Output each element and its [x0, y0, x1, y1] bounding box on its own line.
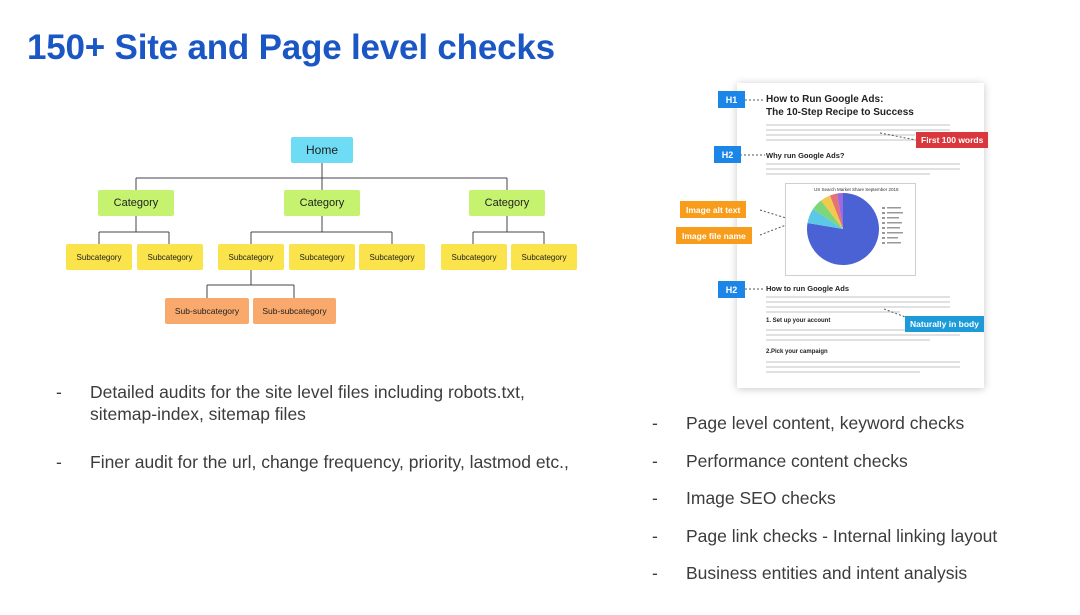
- step-1-heading: 1. Set up your account: [766, 318, 831, 324]
- bullet-text: Page level content, keyword checks: [686, 413, 965, 433]
- why-heading: Why run Google Ads?: [766, 151, 845, 160]
- site-hierarchy-diagram: Home Category Category Category Subcateg…: [0, 0, 600, 340]
- bullet-item: - Page level content, keyword checks: [652, 412, 1072, 434]
- bullet-item: - Performance content checks: [652, 450, 1072, 472]
- bullet-text: Image SEO checks: [686, 488, 836, 509]
- bullet-text: Detailed audits for the site level files…: [90, 382, 525, 424]
- bullet-item: - Detailed audits for the site level file…: [56, 381, 576, 425]
- bullet-dash: -: [652, 563, 658, 584]
- embedded-chart-title: US Search Market Share September 2018: [814, 187, 899, 192]
- bullet-dash: -: [56, 452, 62, 472]
- bullet-item: - Page link checks - Internal linking lay…: [652, 525, 1072, 547]
- bullet-dash: -: [652, 525, 658, 546]
- image-file-name-label: Image file name: [676, 227, 752, 244]
- tree-node-subcategory: Subcategory: [359, 244, 425, 270]
- bullet-item: - Finer audit for the url, change frequen…: [56, 451, 576, 473]
- bullet-item: - Business entities and intent analysis: [652, 562, 1072, 584]
- how-heading: How to run Google Ads: [766, 284, 850, 293]
- tree-node-category: Category: [284, 190, 360, 216]
- bullet-dash: -: [652, 413, 658, 433]
- tree-node-category: Category: [98, 190, 174, 216]
- tree-node-subcategory: Subcategory: [218, 244, 284, 270]
- h1-tag-label: H1: [718, 91, 745, 108]
- tree-node-subcategory: Subcategory: [66, 244, 132, 270]
- tree-node-sub-subcategory: Sub-subcategory: [253, 298, 336, 324]
- bullet-item: - Image SEO checks: [652, 487, 1072, 509]
- bullet-text: Finer audit for the url, change frequenc…: [90, 452, 569, 472]
- tree-node-subcategory: Subcategory: [441, 244, 507, 270]
- tree-node-category: Category: [469, 190, 545, 216]
- step-2-heading: 2.Pick your campaign: [766, 349, 828, 355]
- tree-node-subcategory: Subcategory: [137, 244, 203, 270]
- bullet-dash: -: [652, 450, 658, 471]
- slide-title: 150+ Site and Page level checks: [27, 28, 555, 67]
- bullet-text: Business entities and intent analysis: [686, 563, 968, 584]
- tree-node-sub-subcategory: Sub-subcategory: [165, 298, 249, 324]
- article-title-line: The 10-Step Recipe to Success: [766, 106, 914, 118]
- tree-connectors: [98, 163, 545, 298]
- first-100-words-label: First 100 words: [916, 132, 989, 148]
- bullet-text: Page link checks - Internal linking layo…: [686, 525, 998, 546]
- tree-node-subcategory: Subcategory: [289, 244, 355, 270]
- page-level-bullets: - Page level content, keyword checks - Per…: [652, 412, 1072, 600]
- site-level-bullets: - Detailed audits for the site level file…: [56, 381, 576, 499]
- article-title: How to Run Google Ads: The 10-Step Recip…: [766, 94, 914, 119]
- article-title-line: How to Run Google Ads:: [766, 94, 884, 105]
- tree-node-home: Home: [291, 137, 353, 163]
- image-alt-text-label: Image alt text: [680, 201, 747, 218]
- tree-node-subcategory: Subcategory: [511, 244, 577, 270]
- bullet-text: Performance content checks: [686, 450, 908, 471]
- naturally-in-body-label: Naturally in body: [905, 316, 984, 332]
- h2-tag-label: H2: [714, 146, 741, 163]
- bullet-dash: -: [652, 488, 658, 509]
- bullet-dash: -: [56, 382, 62, 402]
- h2-tag-label: H2: [718, 281, 745, 298]
